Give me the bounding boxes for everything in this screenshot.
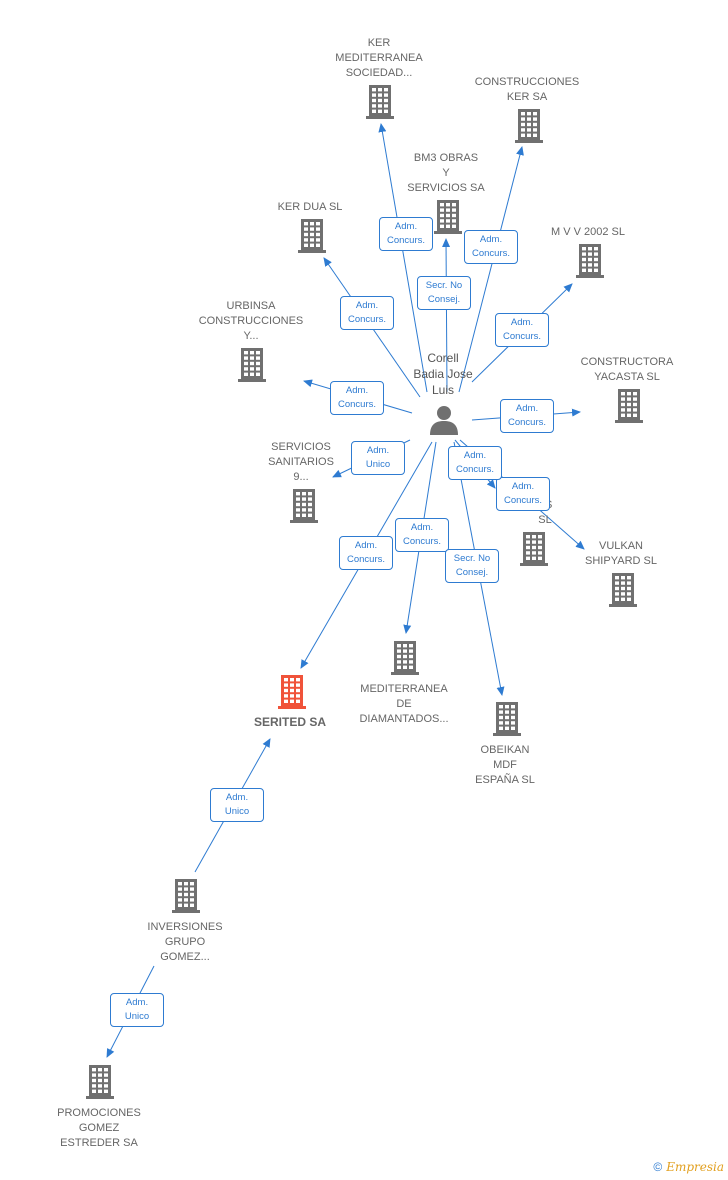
building-icon[interactable] [493, 702, 521, 736]
building-icon[interactable] [609, 573, 637, 607]
edge-role-label: Adm. Concurs. [464, 230, 518, 264]
company-node[interactable]: M V V 2002 SL [523, 225, 653, 240]
building-icon[interactable] [520, 532, 548, 566]
edge-role-label: Adm. Concurs. [340, 296, 394, 330]
building-icon[interactable] [290, 489, 318, 523]
company-name[interactable]: CONSTRUCTORA YACASTA SL [580, 356, 674, 383]
company-name[interactable]: MEDITERRANEA DE DIAMANTADOS... [359, 683, 449, 725]
company-name[interactable]: KER DUA SL [277, 201, 343, 213]
company-name[interactable]: BM3 OBRAS Y SERVICIOS SA [407, 152, 485, 194]
company-node[interactable]: CONSTRUCTORA YACASTA SL [562, 355, 692, 385]
edge-role-label: Adm. Concurs. [448, 446, 502, 480]
company-node[interactable]: URBINSA CONSTRUCCIONES Y... [186, 299, 316, 344]
company-node[interactable]: SERVICIOS SANITARIOS 9... [236, 440, 366, 485]
building-icon[interactable] [238, 348, 266, 382]
company-name[interactable]: INVERSIONES GRUPO GOMEZ... [147, 921, 223, 963]
edge-role-label: Adm. Unico [110, 993, 164, 1027]
building-icon[interactable] [86, 1065, 114, 1099]
footer-brand: ©Empresia [653, 1160, 724, 1174]
company-node[interactable]: PROMOCIONES GOMEZ ESTREDER SA [34, 1106, 164, 1151]
brand-name[interactable]: Empresia [666, 1160, 724, 1174]
edge-line [442, 238, 451, 393]
edge-role-label: Adm. Unico [351, 441, 405, 475]
company-node[interactable]: MEDITERRANEA DE DIAMANTADOS... [339, 682, 469, 727]
company-node[interactable]: BM3 OBRAS Y SERVICIOS SA [381, 151, 511, 196]
company-node[interactable]: KER DUA SL [245, 200, 375, 215]
person-icon[interactable] [429, 405, 459, 435]
person-name[interactable]: Corell Badia Jose Luis [413, 351, 473, 397]
company-name[interactable]: CONSTRUCCIONES KER SA [474, 76, 580, 103]
building-icon[interactable] [576, 244, 604, 278]
company-name[interactable]: M V V 2002 SL [551, 226, 625, 238]
company-node[interactable]: VULKAN SHIPYARD SL [556, 539, 686, 569]
edge-role-label: Adm. Concurs. [330, 381, 384, 415]
edge-role-label: Adm. Concurs. [500, 399, 554, 433]
company-name[interactable]: VULKAN SHIPYARD SL [585, 540, 657, 567]
building-icon[interactable] [366, 85, 394, 119]
building-icon[interactable] [391, 641, 419, 675]
edge-role-label: Adm. Concurs. [379, 217, 433, 251]
person-node[interactable]: Corell Badia Jose Luis [378, 351, 508, 399]
company-node[interactable]: CONSTRUCCIONES KER SA [462, 75, 592, 105]
edge-role-label: Secr. No Consej. [445, 549, 499, 583]
building-icon[interactable] [298, 219, 326, 253]
focus-building-icon[interactable] [278, 675, 306, 709]
building-icon[interactable] [615, 389, 643, 423]
company-name[interactable]: URBINSA CONSTRUCCIONES Y... [198, 300, 304, 342]
edge-role-label: Adm. Concurs. [496, 477, 550, 511]
company-name[interactable]: PROMOCIONES GOMEZ ESTREDER SA [57, 1107, 141, 1149]
company-node[interactable]: OBEIKAN MDF ESPAÑA SL [440, 743, 570, 788]
company-name[interactable]: SERVICIOS SANITARIOS 9... [268, 441, 334, 483]
company-name[interactable]: OBEIKAN MDF ESPAÑA SL [475, 744, 535, 786]
edge-role-label: Adm. Concurs. [495, 313, 549, 347]
company-name[interactable]: KER MEDITERRANEA SOCIEDAD... [335, 37, 423, 79]
building-icon[interactable] [434, 200, 462, 234]
edge-role-label: Adm. Concurs. [395, 518, 449, 552]
building-icon[interactable] [172, 879, 200, 913]
building-icon[interactable] [515, 109, 543, 143]
edge-line [378, 123, 428, 393]
company-name[interactable]: SERITED SA [253, 715, 326, 729]
company-node[interactable]: KER MEDITERRANEA SOCIEDAD... [314, 36, 444, 81]
company-node[interactable]: SERITED SA [225, 715, 355, 731]
edge-role-label: Adm. Unico [210, 788, 264, 822]
company-node[interactable]: INVERSIONES GRUPO GOMEZ... [120, 920, 250, 965]
edge-role-label: Secr. No Consej. [417, 276, 471, 310]
edge-role-label: Adm. Concurs. [339, 536, 393, 570]
edge-line [458, 146, 524, 393]
copyright-symbol: © [653, 1160, 663, 1174]
